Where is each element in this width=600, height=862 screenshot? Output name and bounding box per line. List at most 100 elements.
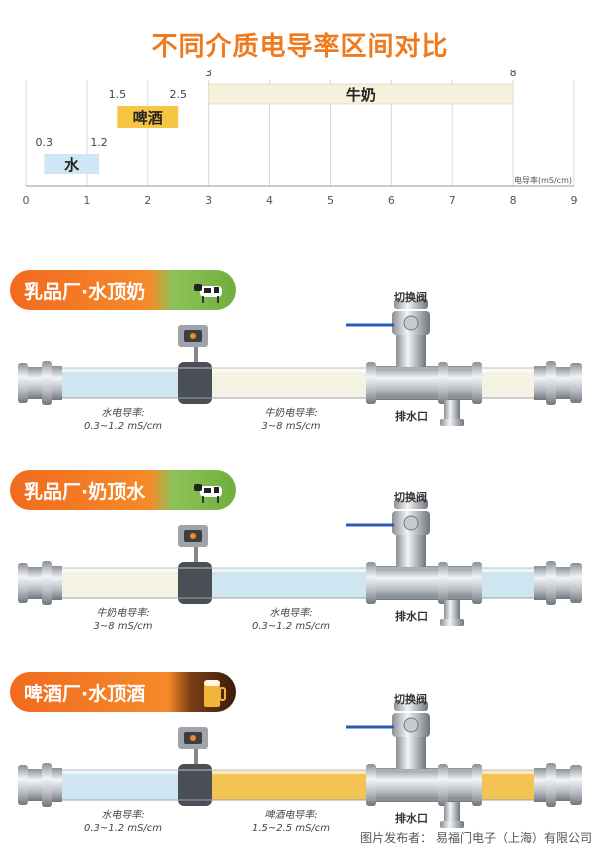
pipe-flange: [42, 763, 52, 807]
cow-icon: [194, 484, 222, 503]
tee-flange: [366, 362, 376, 404]
right-fluid-caption: 水电导率:0.3~1.2 mS/cm: [251, 608, 331, 632]
pipe-flange: [28, 567, 42, 599]
valve-body: [396, 533, 426, 567]
left-fluid: [62, 568, 178, 598]
left-fluid-caption: 牛奶电导率:3~8 mS/cm: [93, 608, 153, 632]
right-fluid: [212, 368, 372, 398]
pipe-flange: [28, 367, 42, 399]
tee-fitting: [372, 366, 482, 400]
scenario-banner: 乳品厂·水顶奶: [10, 270, 236, 310]
beer-glass-icon: [204, 680, 226, 707]
pipe-flange: [570, 363, 582, 403]
end-fluid: [482, 770, 534, 800]
valve-knob: [403, 515, 419, 531]
scenario-section: 乳品厂·奶顶水 切换阀 排水口 牛奶电导率:3~8 mS/cm 水电导率:0.3…: [0, 470, 600, 660]
range-bar: [117, 106, 179, 128]
page-title: 不同介质电导率区间对比: [151, 32, 449, 62]
x-tick-label: 6: [388, 194, 395, 207]
range-min-label: 1.5: [109, 88, 127, 101]
pipe-flange: [556, 769, 570, 801]
cow-icon: [194, 284, 222, 303]
pipe-flange: [570, 563, 582, 603]
flowmeter-body: [178, 362, 212, 404]
tee-flange: [472, 562, 482, 604]
flowmeter-indicator: [190, 333, 196, 339]
drain-flange: [440, 821, 464, 828]
valve-cap: [394, 299, 428, 309]
scenario-title: 啤酒厂·水顶酒: [24, 683, 146, 705]
flowmeter-neck: [194, 547, 198, 562]
tee-flange: [438, 362, 448, 404]
drain-pipe: [444, 802, 460, 824]
drain-flange: [440, 619, 464, 626]
valve-body: [396, 333, 426, 367]
pipe-flange: [42, 561, 52, 605]
x-tick-label: 1: [83, 194, 90, 207]
x-tick-label: 5: [327, 194, 334, 207]
valve-cap: [394, 701, 428, 711]
pipe-flange: [18, 765, 28, 805]
x-tick-label: 0: [23, 194, 30, 207]
tee-flange: [438, 764, 448, 806]
end-fluid: [482, 568, 534, 598]
pipe-flange: [534, 366, 546, 400]
right-fluid: [212, 568, 372, 598]
range-min-label: 0.3: [36, 136, 54, 149]
right-fluid-caption: 牛奶电导率:3~8 mS/cm: [261, 408, 321, 432]
range-max-label: 2.5: [169, 88, 187, 101]
x-tick-label: 9: [571, 194, 578, 207]
left-fluid-caption: 水电导率:0.3~1.2 mS/cm: [83, 810, 163, 834]
pipe-highlight: [62, 368, 534, 372]
pipe-flange: [18, 563, 28, 603]
pipeline-diagram: [18, 701, 582, 828]
pipe-flange: [546, 561, 556, 605]
range-max-label: 8: [510, 70, 517, 79]
scenario-banner: 啤酒厂·水顶酒: [10, 672, 236, 712]
pipe-flange: [556, 367, 570, 399]
scenario-title: 乳品厂·奶顶水: [24, 481, 146, 503]
flowmeter-neck: [194, 347, 198, 362]
flowmeter-neck: [194, 749, 198, 764]
pipe-flange: [534, 768, 546, 802]
pipe-flange: [28, 769, 42, 801]
flowmeter-indicator: [190, 533, 196, 539]
tee-fitting: [372, 566, 482, 600]
range-label: 牛奶: [346, 86, 376, 104]
scenario-banner: 乳品厂·奶顶水: [10, 470, 236, 510]
right-fluid: [212, 770, 372, 800]
switch-valve-label: 切换阀: [394, 491, 427, 504]
end-fluid: [482, 368, 534, 398]
switch-valve-label: 切换阀: [394, 291, 427, 304]
pipe-flange: [52, 768, 62, 802]
x-tick-label: 7: [449, 194, 456, 207]
pipe-highlight: [62, 770, 534, 774]
range-max-label: 1.2: [90, 136, 108, 149]
drain-outlet-label: 排水口: [395, 812, 428, 825]
pipe-highlight: [62, 568, 534, 572]
pipe-flange: [570, 765, 582, 805]
tee-flange: [366, 562, 376, 604]
scenario-title: 乳品厂·水顶奶: [24, 281, 146, 303]
x-tick-label: 4: [266, 194, 273, 207]
pipe-flange: [556, 567, 570, 599]
flowmeter-body: [178, 562, 212, 604]
pipeline-diagram: [18, 299, 582, 426]
range-label: 啤酒: [133, 109, 163, 127]
tee-flange: [366, 764, 376, 806]
flowmeter-body: [178, 764, 212, 806]
pipe-flange: [42, 361, 52, 405]
left-fluid-caption: 水电导率:0.3~1.2 mS/cm: [83, 408, 163, 432]
flowmeter-indicator: [190, 735, 196, 741]
valve-body: [396, 735, 426, 769]
switch-valve-label: 切换阀: [394, 693, 427, 706]
drain-outlet-label: 排水口: [395, 610, 428, 623]
pipe-flange: [18, 363, 28, 403]
x-tick-label: 8: [510, 194, 517, 207]
valve-knob: [403, 315, 419, 331]
x-axis-label: 电导率(mS/cm): [514, 175, 572, 185]
range-label: 水: [64, 156, 80, 174]
right-fluid-caption: 啤酒电导率:1.5~2.5 mS/cm: [251, 810, 331, 834]
tee-flange: [472, 362, 482, 404]
